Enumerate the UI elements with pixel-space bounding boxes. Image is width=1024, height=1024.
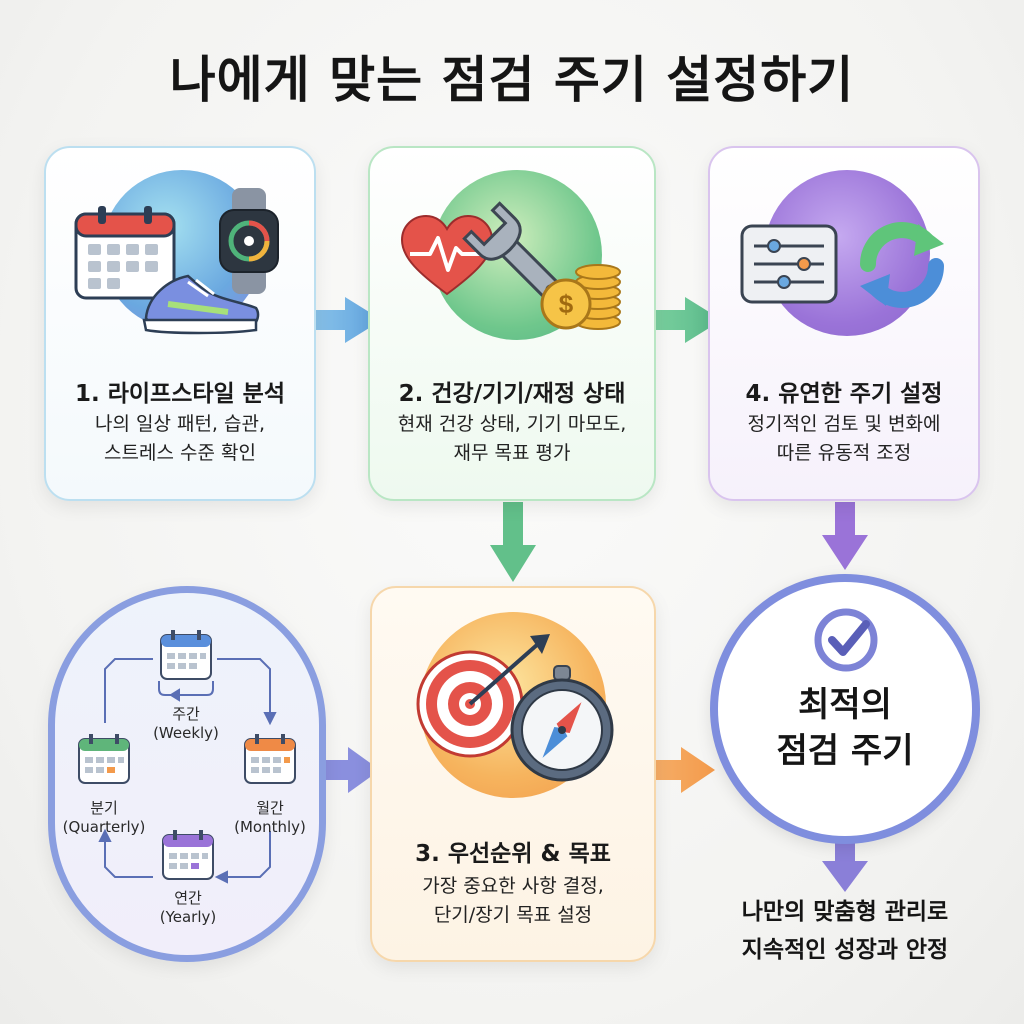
arrow-optimal-to-result [822, 838, 868, 892]
cycle-label-quarterly: 분기 (Quarterly) [62, 799, 146, 836]
result-statement: 나만의 맞춤형 관리로 지속적인 성장과 안정 [741, 899, 949, 963]
refresh-cycle-icon [860, 222, 944, 308]
optimal-cycle-text: 최적의 점검 주기 [776, 685, 914, 771]
step-card-status: $ 2. 건강/기기/재정 상태 현재 건강 상태, 기기 마모도, 재무 목표… [368, 146, 656, 501]
arrow-1-to-2 [305, 297, 382, 343]
step-title: 2. 건강/기기/재정 상태 [398, 381, 626, 407]
review-cycle-diagram: 주간 (Weekly) 월간 (Monthly) 연간 (Yearly) 분기 … [48, 586, 326, 962]
step-description: 정기적인 검토 및 변화에 따른 유동적 조정 [747, 413, 941, 464]
cycle-label-weekly: 주간 (Weekly) [153, 705, 219, 742]
step-title: 4. 유연한 주기 설정 [745, 381, 943, 407]
step-description: 가장 중요한 사항 결정, 단기/장기 목표 설정 [422, 875, 604, 926]
cycle-label-yearly: 연간 (Yearly) [159, 889, 217, 926]
settings-sliders-icon [740, 224, 838, 304]
arrow-cycle-to-3 [320, 747, 380, 793]
page-title: 나에게 맞는 점검 주기 설정하기 [169, 51, 855, 109]
calendar-icon-yearly [162, 830, 214, 880]
arrow-2-to-3 [490, 502, 536, 582]
step-card-priorities: 3. 우선순위 & 목표 가장 중요한 사항 결정, 단기/장기 목표 설정 [370, 586, 656, 962]
coins-icon: $ [540, 264, 621, 330]
calendar-icon-quarterly [78, 734, 130, 784]
checkmark-icon [814, 608, 878, 672]
compass-icon [510, 665, 614, 782]
cycle-connectors [98, 658, 277, 884]
calendar-icon [74, 206, 176, 300]
calendar-icon-monthly [244, 734, 296, 784]
step-title: 1. 라이프스타일 분석 [74, 381, 286, 407]
svg-text:$: $ [559, 289, 574, 319]
step-description: 현재 건강 상태, 기기 마모도, 재무 목표 평가 [397, 413, 627, 464]
calendar-icon-weekly [160, 630, 212, 680]
step-title: 3. 우선순위 & 목표 [415, 841, 611, 867]
arrow-2-to-4 [645, 297, 722, 343]
step-card-flexible-cycle: 4. 유연한 주기 설정 정기적인 검토 및 변화에 따른 유동적 조정 [708, 146, 980, 501]
optimal-cycle-result: 최적의 점검 주기 [710, 574, 980, 844]
step-card-lifestyle: 1. 라이프스타일 분석 나의 일상 패턴, 습관, 스트레스 수준 확인 [44, 146, 316, 501]
sneaker-icon [142, 274, 260, 335]
arrow-3-to-optimal [647, 747, 715, 793]
cycle-label-monthly: 월간 (Monthly) [234, 799, 306, 836]
wrench-icon [462, 201, 566, 305]
smartwatch-icon [219, 188, 279, 294]
arrow-4-to-optimal [822, 502, 868, 570]
target-icon [416, 634, 550, 758]
step-description: 나의 일상 패턴, 습관, 스트레스 수준 확인 [94, 413, 266, 464]
